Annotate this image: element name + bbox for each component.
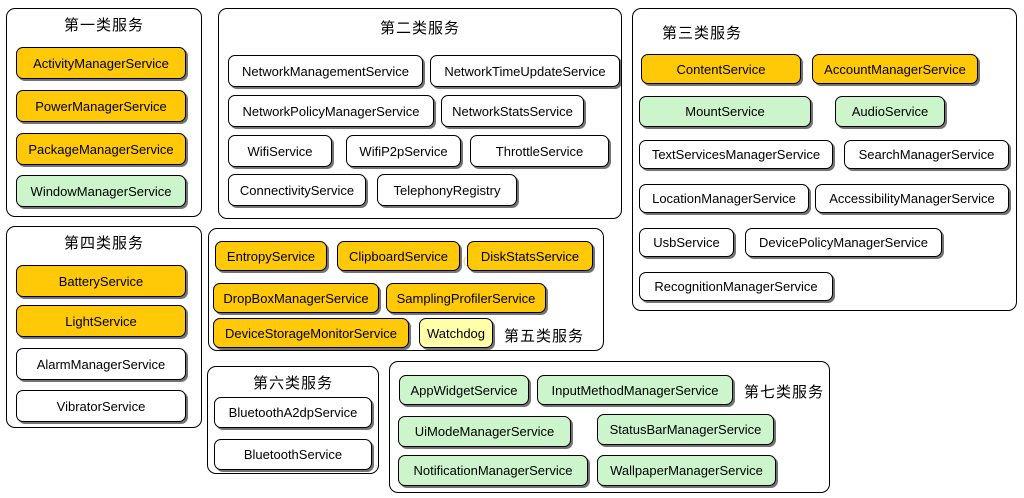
node-wifi-service[interactable]: WifiService [228,135,332,167]
node-audio-service[interactable]: AudioService [835,96,945,127]
node-network-policy-manager-service[interactable]: NetworkPolicyManagerService [228,95,434,127]
node-text-services-manager-service[interactable]: TextServicesManagerService [639,140,833,169]
node-network-stats-service[interactable]: NetworkStatsService [441,95,584,127]
node-location-manager-service[interactable]: LocationManagerService [639,184,809,213]
node-usb-service[interactable]: UsbService [639,228,734,257]
node-account-manager-service[interactable]: AccountManagerService [812,54,978,84]
group-box-4 [6,226,202,428]
node-wallpaper-manager-service[interactable]: WallpaperManagerService [597,455,776,486]
group-title-3: 第三类服务 [662,24,743,42]
node-entropy-service[interactable]: EntropyService [215,241,327,271]
group-box-5 [208,228,604,351]
group-box-2 [218,8,622,219]
node-accessibility-manager-service[interactable]: AccessibilityManagerService [815,184,1009,213]
node-drop-box-manager-service[interactable]: DropBoxManagerService [213,283,379,313]
node-notification-manager-service[interactable]: NotificationManagerService [398,455,588,486]
group-title-1: 第一类服务 [63,16,144,34]
node-window-manager-service[interactable]: WindowManagerService [16,175,186,207]
node-network-management-service[interactable]: NetworkManagementService [228,55,423,87]
group-box-6 [207,366,379,474]
group-title-6: 第六类服务 [252,374,333,392]
node-battery-service[interactable]: BatteryService [16,265,186,297]
node-activity-manager-service[interactable]: ActivityManagerService [16,47,186,79]
node-connectivity-service[interactable]: ConnectivityService [228,174,366,206]
node-clipboard-service[interactable]: ClipboardService [337,241,460,271]
node-vibrator-service[interactable]: VibratorService [16,390,186,422]
node-mount-service[interactable]: MountService [639,96,811,127]
node-ui-mode-manager-service[interactable]: UiModeManagerService [398,416,571,447]
node-device-policy-manager-service[interactable]: DevicePolicyManagerService [745,228,942,257]
node-app-widget-service[interactable]: AppWidgetService [399,375,529,405]
node-package-manager-service[interactable]: PackageManagerService [16,133,186,165]
node-light-service[interactable]: LightService [16,305,186,337]
node-watchdog[interactable]: Watchdog [419,318,493,348]
group-box-1 [6,8,202,217]
group-box-7 [389,361,830,493]
node-telephony-registry[interactable]: TelephonyRegistry [377,174,517,206]
node-throttle-service[interactable]: ThrottleService [470,135,609,167]
group-title-5: 第五类服务 [504,327,585,345]
node-input-method-manager-service[interactable]: InputMethodManagerService [537,375,733,405]
node-device-storage-monitor-service[interactable]: DeviceStorageMonitorService [213,318,409,348]
node-bluetooth-service[interactable]: BluetoothService [214,439,372,470]
node-power-manager-service[interactable]: PowerManagerService [16,90,186,122]
node-status-bar-manager-service[interactable]: StatusBarManagerService [597,414,774,445]
node-search-manager-service[interactable]: SearchManagerService [844,140,1009,169]
group-title-4: 第四类服务 [63,234,144,252]
node-wifi-p2p-service[interactable]: WifiP2pService [346,135,461,167]
node-network-time-update-service[interactable]: NetworkTimeUpdateService [430,55,620,87]
node-sampling-profiler-service[interactable]: SamplingProfilerService [386,283,546,313]
group-box-3 [632,8,1017,311]
node-disk-stats-service[interactable]: DiskStatsService [467,241,593,271]
node-alarm-manager-service[interactable]: AlarmManagerService [16,348,186,380]
group-title-7: 第七类服务 [744,383,825,401]
node-content-service[interactable]: ContentService [641,54,801,84]
group-title-2: 第二类服务 [379,19,460,37]
node-recognition-manager-service[interactable]: RecognitionManagerService [639,272,833,301]
node-bluetooth-a2dp-service[interactable]: BluetoothA2dpService [214,397,372,428]
